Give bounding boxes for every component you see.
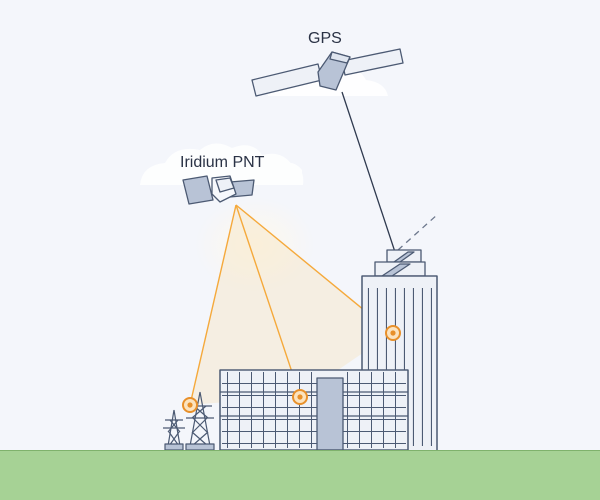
gps-signal-dashed-line xyxy=(397,213,439,251)
iridium-satellite-icon xyxy=(182,175,255,205)
cloud-icon xyxy=(140,143,304,185)
receiver-icon xyxy=(182,397,198,413)
gps-signal-line xyxy=(341,91,396,253)
office-building xyxy=(219,369,409,451)
receiver-icon xyxy=(385,325,401,341)
iridium-label: Iridium PNT xyxy=(180,154,265,171)
gps-satellite-icon xyxy=(251,48,404,97)
signal-glow xyxy=(195,197,315,293)
ground xyxy=(0,450,600,500)
power-tower-icon xyxy=(163,409,185,451)
power-tower-icon xyxy=(185,391,215,451)
receiver-icon xyxy=(292,389,308,405)
gps-label: GPS xyxy=(308,30,342,47)
